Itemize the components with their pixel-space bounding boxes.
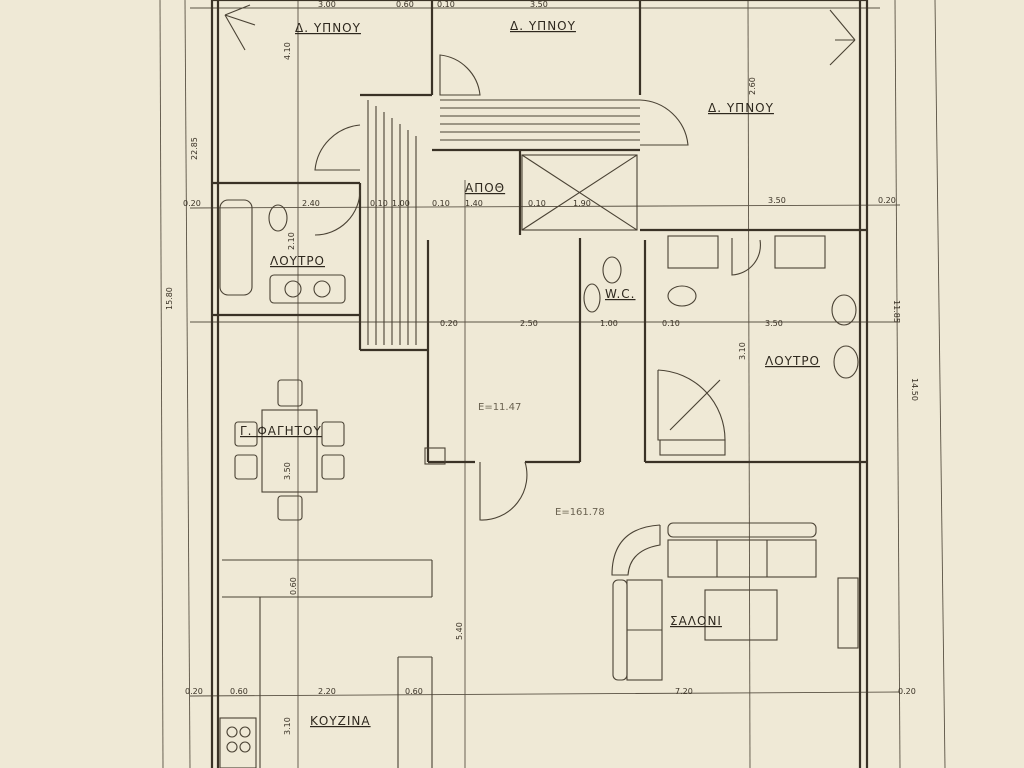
dim-label: 2.50 — [520, 319, 538, 328]
dim-label: 0.20 — [183, 199, 201, 208]
fireplace — [837, 577, 859, 649]
dim-label: 2.60 — [748, 77, 757, 95]
dim-label: 3.50 — [765, 319, 783, 328]
dim-label: 0.10 — [370, 199, 388, 208]
dim-label: 3.50 — [530, 0, 548, 9]
dim-label: 0.60 — [230, 687, 248, 696]
toilet-icon — [602, 256, 622, 284]
dim-label: 5.40 — [455, 622, 464, 640]
room-label-living: ΣΑΛΟΝΙ — [670, 614, 722, 628]
living-room-furniture — [611, 522, 859, 681]
dim-label: 1.00 — [600, 319, 618, 328]
double-sink — [269, 274, 346, 304]
room-label-bathroom: ΛΟΥΤΡΟ — [765, 354, 820, 368]
staircase — [367, 99, 640, 345]
room-label-dining: Γ. ΦΑΓΗΤΟΥ — [240, 424, 322, 438]
dim-label: 0.20 — [878, 196, 896, 205]
dim-label: 11.85 — [892, 300, 901, 323]
dim-label: 22.85 — [190, 137, 199, 160]
dim-label: 2.40 — [302, 199, 320, 208]
room-label-bedroom: Δ. ΥΠΝΟΥ — [510, 19, 576, 33]
toilet-icon — [268, 204, 288, 232]
dim-label: 3.00 — [318, 0, 336, 9]
dim-label: 14.50 — [910, 378, 919, 401]
dim-label: 0.10 — [432, 199, 450, 208]
dining-table — [234, 379, 345, 521]
dim-label: 0.20 — [185, 687, 203, 696]
dim-label: 0.60 — [396, 0, 414, 9]
walls — [210, 0, 869, 768]
room-label-storage: ΑΠΟΘ — [465, 181, 505, 195]
dim-label: 0.60 — [289, 577, 298, 595]
dim-label: 1.00 — [392, 199, 410, 208]
dim-label: 1.90 — [573, 199, 591, 208]
dim-label: 7.20 — [675, 687, 693, 696]
dimension-lines — [159, 0, 946, 768]
room-label-bedroom: Δ. ΥΠΝΟΥ — [708, 101, 774, 115]
dim-label: 3.10 — [283, 717, 292, 735]
dim-label: 15.80 — [165, 287, 174, 310]
dim-label: 0.10 — [528, 199, 546, 208]
dim-label: 2.10 — [287, 232, 296, 250]
room-label-kitchen: ΚΟΥΖΙΝΑ — [310, 714, 371, 728]
dim-label: 0.60 — [405, 687, 423, 696]
dimension-labels: 3.00 0.60 0.10 3.50 22.85 15.80 11.85 14… — [165, 0, 919, 735]
doors — [314, 54, 761, 521]
dim-label: 0.10 — [662, 319, 680, 328]
fixtures — [219, 199, 859, 768]
area-label: E=161.78 — [555, 507, 605, 518]
room-label-bathroom: ΛΟΥΤΡΟ — [270, 254, 325, 268]
dim-label: 1.40 — [465, 199, 483, 208]
area-label: E=11.47 — [478, 402, 521, 413]
room-label-wc: W.C. — [605, 287, 636, 301]
dim-label: 0.20 — [440, 319, 458, 328]
room-label-bedroom: Δ. ΥΠΝΟΥ — [295, 21, 361, 35]
stove — [219, 717, 257, 768]
dim-label: 3.50 — [283, 462, 292, 480]
dim-label: 0.10 — [437, 0, 455, 9]
dim-label: 4.10 — [283, 42, 292, 60]
window-swings — [224, 4, 856, 66]
dim-label: 2.20 — [318, 687, 336, 696]
coffee-table — [704, 589, 778, 641]
dim-label: 3.50 — [768, 196, 786, 205]
bathtub — [219, 199, 253, 296]
dim-label: 0.20 — [898, 687, 916, 696]
dim-label: 3.10 — [738, 342, 747, 360]
